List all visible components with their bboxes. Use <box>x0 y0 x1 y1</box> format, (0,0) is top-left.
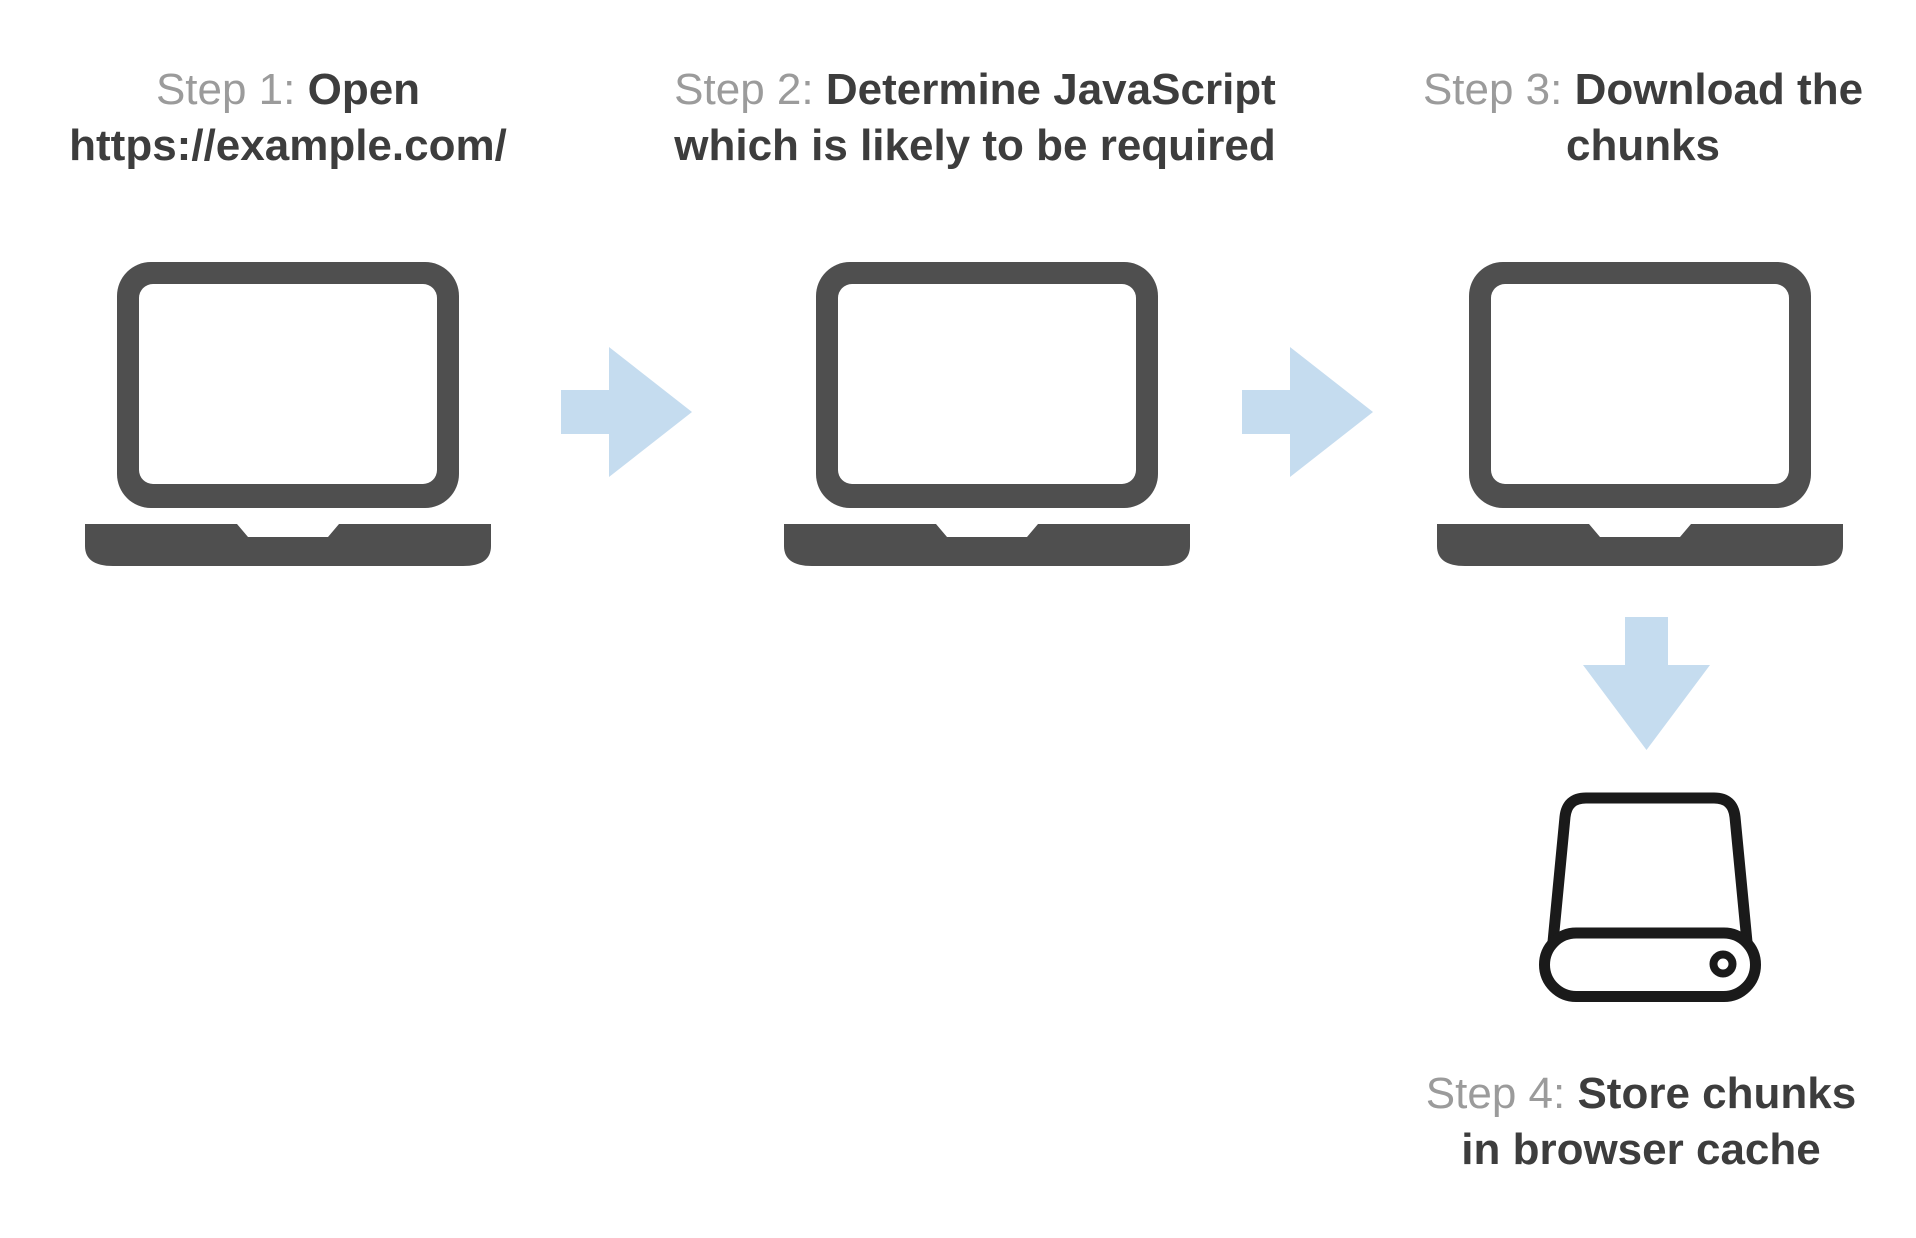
arrow-right-shape <box>1242 347 1373 477</box>
step-4-prefix: Step 4: <box>1425 1069 1578 1118</box>
step-1-label-line2: https://example.com/ <box>69 121 507 170</box>
laptop-icon <box>784 262 1190 566</box>
drive-body-top <box>1547 792 1753 948</box>
laptop-base <box>784 524 1190 566</box>
drive-body-bottom <box>1539 927 1761 1002</box>
step-1-prefix: Step 1: <box>155 65 308 114</box>
step-2-caption: Step 2: Determine JavaScript which is li… <box>645 62 1305 174</box>
step-1-caption: Step 1: Open https://example.com/ <box>8 62 568 174</box>
step-2-prefix: Step 2: <box>674 65 826 114</box>
step-4-label-line2: in browser cache <box>1461 1125 1821 1174</box>
laptop-screen <box>139 284 437 484</box>
laptop-base <box>85 524 491 566</box>
laptop-screen <box>838 284 1136 484</box>
step-3-prefix: Step 3: <box>1422 65 1575 114</box>
arrow-right-icon <box>561 347 692 477</box>
arrow-down-icon <box>1583 617 1710 750</box>
drive-indicator-light <box>1709 950 1737 978</box>
step-4-label-line1: Store chunks <box>1577 1069 1857 1118</box>
step-2-label-line2: which is likely to be required <box>674 121 1276 170</box>
step-3-caption: Step 3: Download the chunks <box>1363 62 1916 174</box>
arrow-right-icon <box>1242 347 1373 477</box>
step-4-caption: Step 4: Store chunks in browser cache <box>1361 1066 1916 1178</box>
step-3-label-line2: chunks <box>1565 121 1721 170</box>
laptop-icon <box>1437 262 1843 566</box>
step-1-label-line1: Open <box>307 65 421 114</box>
step-2-label-line1: Determine JavaScript <box>825 65 1276 114</box>
laptop-base <box>1437 524 1843 566</box>
hard-drive-icon <box>1539 792 1761 1002</box>
step-3-label-line1: Download the <box>1574 65 1864 114</box>
arrow-right-shape <box>561 347 692 477</box>
laptop-screen <box>1491 284 1789 484</box>
laptop-icon <box>85 262 491 566</box>
arrow-down-shape <box>1583 617 1710 750</box>
